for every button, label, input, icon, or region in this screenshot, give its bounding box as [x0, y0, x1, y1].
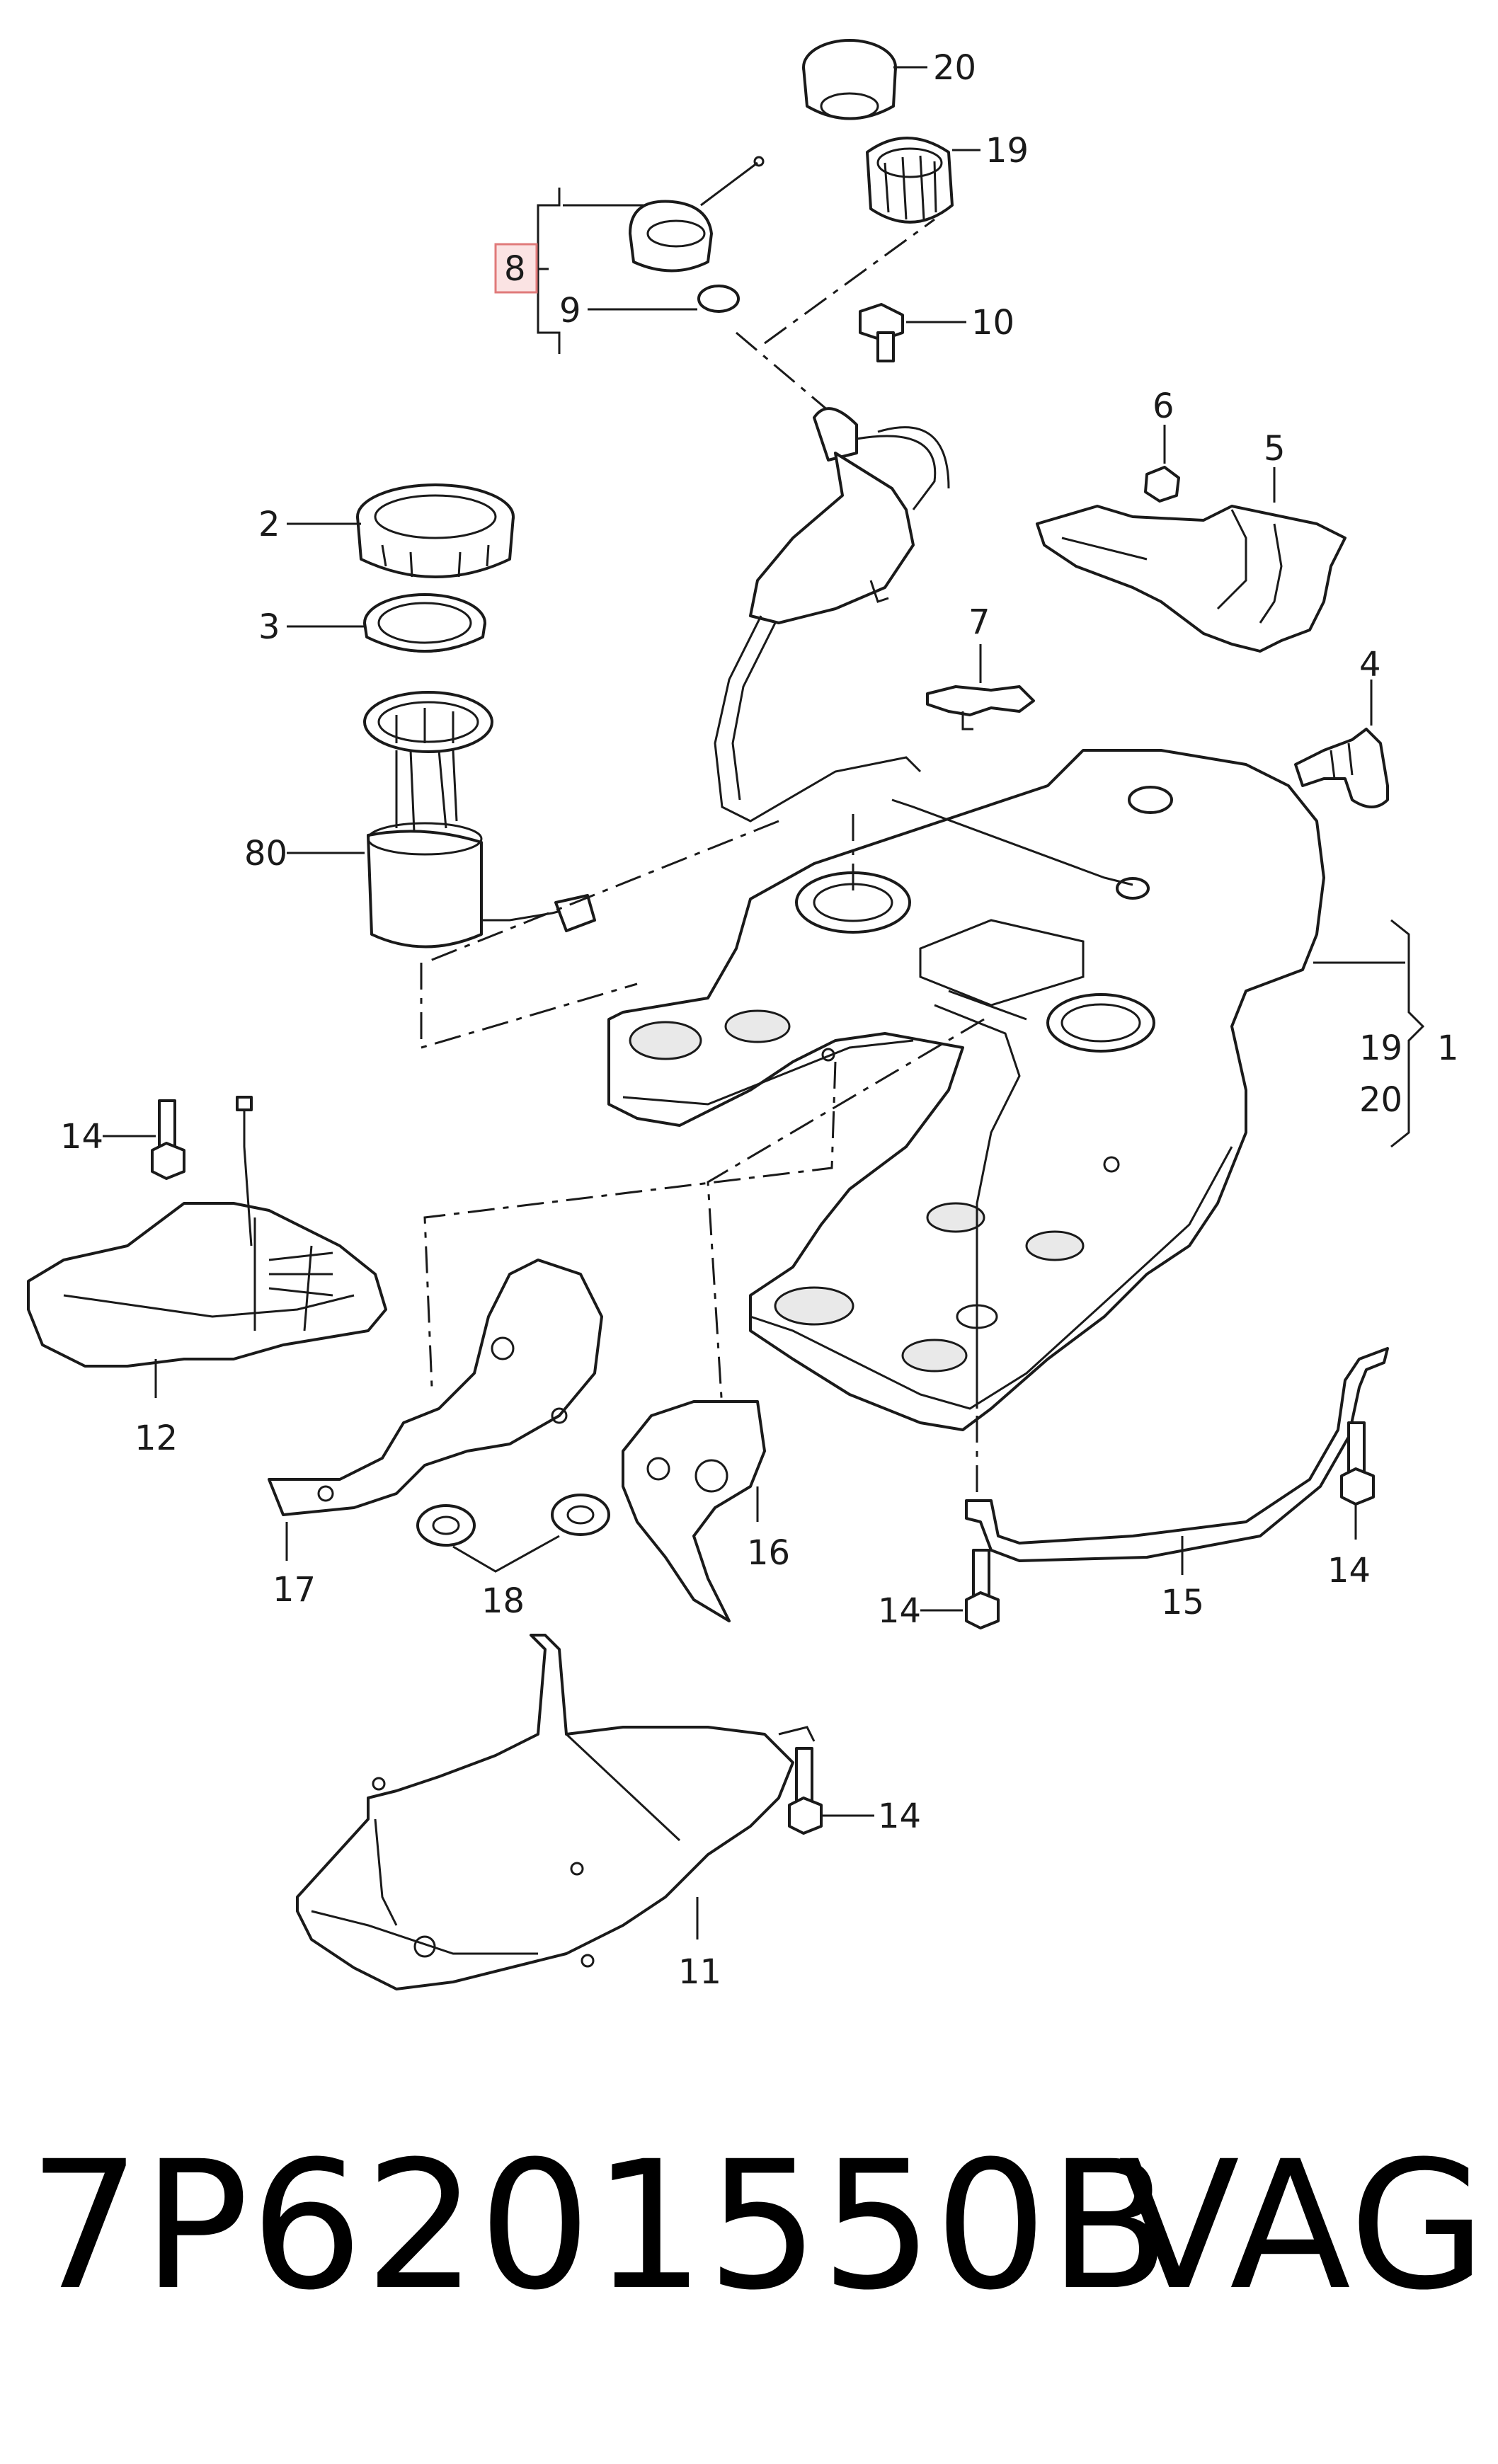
part-number-label: 7P6201550B: [28, 2123, 1172, 2329]
part-5-heat-shield: [1036, 505, 1347, 653]
part-18-grommets: [416, 1494, 610, 1547]
part-7-clip: [926, 685, 1035, 730]
callout-15: 15: [1161, 1583, 1204, 1622]
callout-14-c: 14: [1327, 1551, 1371, 1591]
part-19-filler-housing: [866, 137, 954, 224]
callout-4: 4: [1359, 645, 1381, 684]
callout-7: 7: [968, 602, 990, 642]
part-16-heat-shield: [622, 1400, 766, 1622]
callout-2: 2: [258, 505, 280, 544]
part-17-bracket: [268, 1259, 603, 1516]
part-12-heat-shield: [27, 1096, 387, 1368]
callout-14-a: 14: [60, 1117, 103, 1157]
part-8-vent-valve-group: [537, 156, 765, 354]
part-14-bolt-strap-left: [965, 1549, 1000, 1629]
callout-8[interactable]: 8: [504, 249, 526, 289]
part-1-fuel-tank: [607, 749, 1325, 1431]
part-15-tank-strap: [965, 1347, 1389, 1562]
part-3-seal-ring: [363, 593, 486, 653]
callout-20-top: 20: [933, 48, 976, 88]
callout-18: 18: [481, 1581, 525, 1621]
brand-label: VAG: [1119, 2123, 1488, 2329]
part-14-bolt-bottom: [788, 1747, 823, 1835]
callout-11: 11: [678, 1952, 721, 1992]
part-14-bolt-left: [151, 1099, 185, 1180]
callout-14-d: 14: [878, 1797, 921, 1836]
filler-neck-pipe: [714, 407, 950, 823]
callout-6: 6: [1153, 386, 1174, 426]
callout-12: 12: [135, 1419, 178, 1458]
callout-14-b: 14: [878, 1591, 921, 1631]
part-20-filler-cap: [802, 39, 897, 120]
part-11-underbody-shield: [296, 1634, 816, 1990]
callout-20-side: 20: [1359, 1080, 1402, 1120]
part-4-vent-hose: [1294, 728, 1389, 808]
part-80-fuel-pump-module: [363, 691, 596, 949]
callout-19-side: 19: [1359, 1028, 1402, 1068]
callout-9: 9: [559, 291, 581, 331]
part-10-bolt: [859, 303, 904, 362]
callout-5: 5: [1264, 429, 1286, 469]
callout-10: 10: [971, 303, 1014, 343]
part-14-bolt-strap-right: [1340, 1421, 1375, 1506]
part-2-lock-ring: [356, 483, 515, 578]
callout-19-top: 19: [985, 131, 1029, 171]
callout-80: 80: [244, 834, 287, 873]
part-6-nut: [1144, 466, 1180, 503]
bracket-19-20-1: [1313, 919, 1425, 1148]
callout-1: 1: [1437, 1028, 1459, 1068]
callout-17: 17: [273, 1570, 316, 1610]
callout-16: 16: [747, 1533, 790, 1573]
callout-3: 3: [258, 607, 280, 647]
part-9-o-ring: [697, 285, 740, 313]
callout-8-highlight-box[interactable]: [494, 243, 538, 294]
